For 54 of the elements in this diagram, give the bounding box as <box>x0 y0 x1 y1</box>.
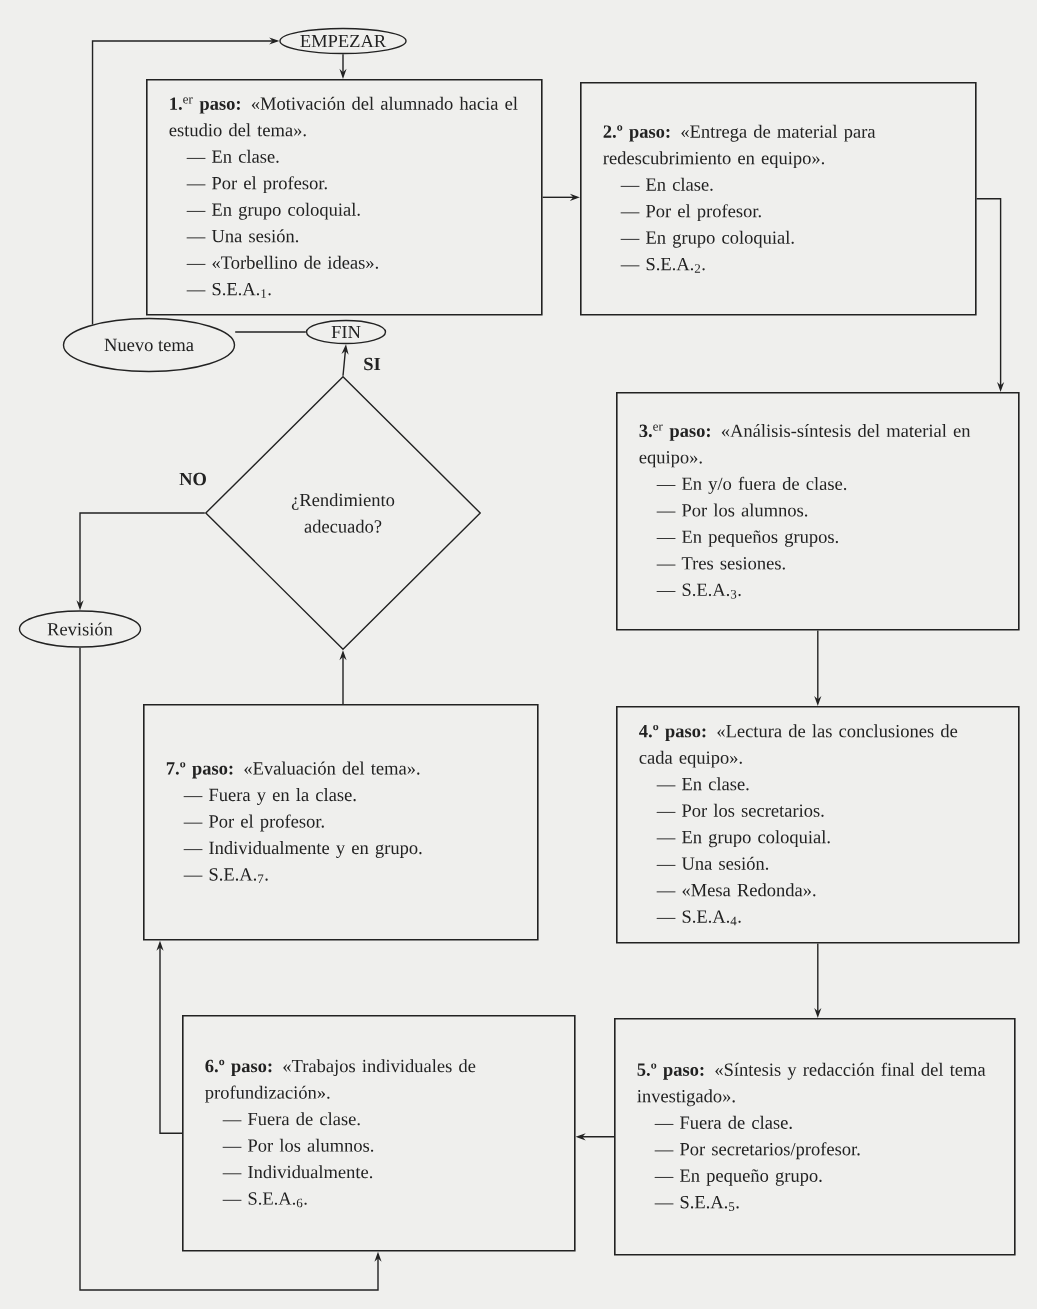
process-box <box>580 82 977 316</box>
edge-label: SI <box>364 357 381 371</box>
process-box <box>143 704 539 941</box>
list-item: — Por los alumnos. <box>656 503 808 517</box>
list-item: — S.E.A.$_{4}$. <box>656 910 741 926</box>
list-item: — Individualmente y en grupo. <box>183 841 422 858</box>
list-item: — En grupo coloquial. <box>186 202 360 220</box>
terminal-label: EMPEZAR <box>300 34 387 48</box>
process-box <box>182 1015 576 1252</box>
decision-text: ¿Rendimiento adecuado? <box>291 493 395 533</box>
process-box <box>146 79 543 316</box>
list-item: — S.E.A.$_{3}$. <box>656 583 741 599</box>
list-item: — En pequeños grupos. <box>656 530 838 547</box>
list-item: — Fuera y en la clase. <box>183 788 356 805</box>
terminal-label: Nuevo tema <box>104 338 194 352</box>
list-item: — Por el profesor. <box>186 176 327 194</box>
list-item: — Una sesión. <box>656 856 769 870</box>
list-item: — S.E.A.$_{6}$. <box>222 1192 307 1208</box>
list-item: — S.E.A.$_{2}$. <box>620 257 705 273</box>
terminal-label: Revisión <box>47 622 113 636</box>
list-item: — Fuera de clase. <box>222 1112 360 1126</box>
edge-label: NO <box>179 472 206 486</box>
list-item: — Por el profesor. <box>620 204 761 222</box>
list-item: — Por los alumnos. <box>222 1138 374 1152</box>
step-title: 4.º paso: «Lectura de las conclusiones de cada equipo». <box>639 724 958 768</box>
step-title: 3.$^{er}$ paso: «Análisis-síntesis del material en equipo». <box>639 424 971 468</box>
list-item: — S.E.A.$_{1}$. <box>186 282 271 298</box>
list-item: — S.E.A.$_{7}$. <box>183 868 268 884</box>
list-item: — «Torbellino de ideas». <box>186 255 378 269</box>
list-item: — S.E.A.$_{5}$. <box>654 1195 739 1211</box>
list-item: — «Mesa Redonda». <box>656 883 816 897</box>
process-box <box>614 1018 1016 1256</box>
terminal-label: FIN <box>331 325 361 339</box>
list-item: — En clase. <box>656 777 749 791</box>
list-item: — En grupo coloquial. <box>620 230 794 248</box>
list-item: — En clase. <box>620 177 713 191</box>
list-item: — Por los secretarios. <box>656 803 824 817</box>
list-item: — Por el profesor. <box>183 814 324 832</box>
process-box <box>616 706 1020 944</box>
list-item: — En pequeño grupo. <box>654 1169 822 1186</box>
list-item: — Por secretarios/profesor. <box>654 1142 860 1160</box>
step-title: 1.$^{er}$ paso: «Motivación del alumnado hacia el estudio del tema». <box>169 96 518 137</box>
list-item: — Tres sesiones. <box>656 557 785 570</box>
step-title: 2.º paso: «Entrega de material para redescubrimiento en equipo». <box>603 124 876 169</box>
list-item: — Fuera de clase. <box>654 1115 792 1129</box>
step-title: 6.º paso: «Trabajos individuales de profundización». <box>205 1059 476 1103</box>
step-title: 5.º paso: «Síntesis y redacción final del tema investigado». <box>637 1062 986 1107</box>
list-item: — Individualmente. <box>222 1165 373 1179</box>
list-item: — En clase. <box>186 149 279 163</box>
list-item: — En y/o fuera de clase. <box>656 476 847 494</box>
process-box <box>616 392 1020 631</box>
step-title: 7.º paso: «Evaluación del tema». <box>166 761 420 779</box>
list-item: — Una sesión. <box>186 229 299 243</box>
list-item: — En grupo coloquial. <box>656 830 830 848</box>
